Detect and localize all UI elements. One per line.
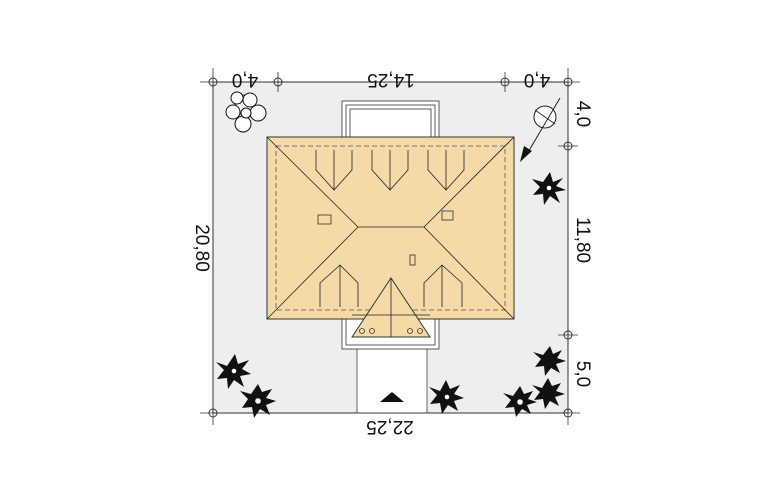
dim-left-total: 20,80 [191,224,212,272]
front-dormers [319,264,463,307]
dim-top-middle: 14,25 [367,69,415,90]
driveway [356,344,428,414]
dim-right-bottom: 5,0 [572,361,593,387]
north-arrow-icon [520,97,561,162]
rear-dormers [315,150,465,191]
dim-top-left: 4,0 [232,69,258,90]
chimney [317,214,332,225]
dim-right-top: 4,0 [572,101,593,127]
chimney [441,210,454,221]
entrance-arrow-icon [380,392,404,402]
dim-top-right: 4,0 [524,69,550,90]
tree-icon [225,91,267,133]
dimension-markers [208,77,573,418]
dimension-lines [200,68,580,425]
dim-bottom-total: 22,25 [366,416,414,437]
chimney [409,254,416,266]
dim-right-middle: 11,80 [572,217,593,263]
roof [266,136,515,338]
